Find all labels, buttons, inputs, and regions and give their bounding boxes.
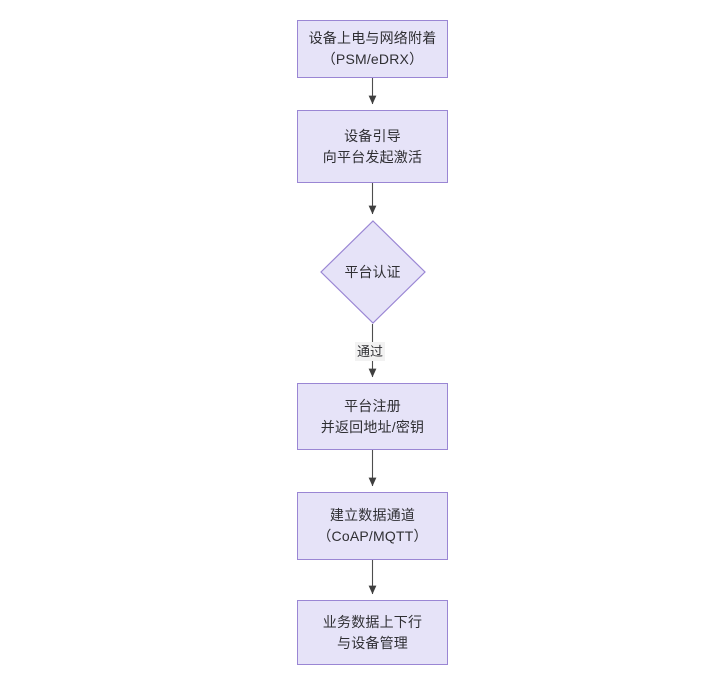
node-device-power-on[interactable]: 设备上电与网络附着 （PSM/eDRX）: [297, 20, 448, 78]
edge-label-pass: 通过: [355, 342, 386, 361]
node-device-power-on-line2: （PSM/eDRX）: [321, 51, 424, 67]
node-device-power-on-line1: 设备上电与网络附着: [308, 30, 437, 46]
node-business-data-line2: 与设备管理: [337, 634, 408, 651]
node-platform-auth[interactable]: 平台认证: [319, 220, 426, 324]
node-platform-register-line2: 并返回地址/密钥: [320, 418, 425, 435]
node-data-channel-line2: （CoAP/MQTT）: [317, 528, 428, 544]
node-data-channel-line1: 建立数据通道: [329, 507, 416, 523]
node-device-bootstrap-line2: 向平台发起激活: [322, 148, 423, 165]
node-device-bootstrap-line1: 设备引导: [344, 127, 401, 144]
node-device-bootstrap[interactable]: 设备引导 向平台发起激活: [297, 110, 448, 183]
node-platform-register[interactable]: 平台注册 并返回地址/密钥: [297, 383, 448, 450]
diamond-shape: [319, 220, 426, 324]
node-business-data[interactable]: 业务数据上下行 与设备管理: [297, 600, 448, 665]
node-platform-register-line1: 平台注册: [344, 397, 401, 414]
node-platform-auth-label: 平台认证: [344, 264, 401, 280]
node-business-data-line1: 业务数据上下行: [322, 613, 423, 630]
node-data-channel[interactable]: 建立数据通道 （CoAP/MQTT）: [297, 492, 448, 560]
